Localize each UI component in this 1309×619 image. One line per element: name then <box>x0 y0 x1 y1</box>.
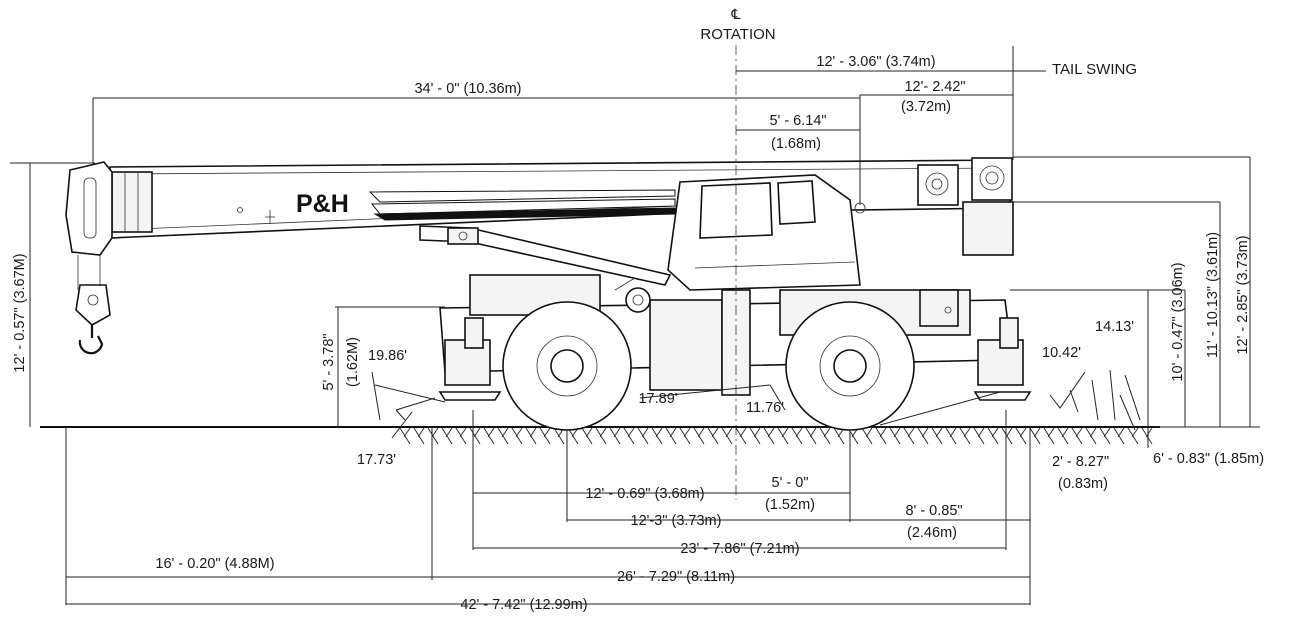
front-overhang-dim: 16' - 0.20" (4.88M) <box>155 556 274 572</box>
angle-left-top: 19.86' <box>368 348 407 364</box>
rear-to-center-m: (2.46m) <box>907 525 957 541</box>
angle-mid-left: 17.89' <box>638 391 677 407</box>
angle-mid-right: 11.76' <box>746 400 784 416</box>
ground-clearance-m: (1.62M) <box>345 337 361 387</box>
top-dimensions: TAIL SWING 12' - 3.06" (3.74m) 34' - 0" … <box>92 46 1137 205</box>
rotation-label: ROTATION <box>700 26 775 43</box>
ground <box>40 426 1160 445</box>
height-dim-b: 11' - 10.13" (3.61m) <box>1205 232 1221 358</box>
boom-length-dim: 34' - 0" (10.36m) <box>414 81 521 97</box>
front-wheel <box>502 301 632 431</box>
bottom-dimensions: 12' - 0.69" (3.68m) 5' - 0" (1.52m) 12'-… <box>65 410 1031 613</box>
rear-wheel <box>785 301 915 431</box>
wheelbase-dim: 12'-3" (3.73m) <box>631 513 722 529</box>
rear-overhang-ft: 2' - 8.27" <box>1052 454 1109 470</box>
rear-width-dim: 6' - 0.83" (1.85m) <box>1153 451 1264 467</box>
boom: P&H <box>109 159 1011 239</box>
angle-left-bottom: 17.73' <box>357 452 396 468</box>
boom-head <box>65 161 113 290</box>
rotation-centerline: ℄ ROTATION <box>700 6 776 500</box>
brand-logo: P&H <box>296 190 349 218</box>
carrier-length-dim: 26' - 7.29" (8.11m) <box>617 569 735 585</box>
hook-icon <box>75 284 111 355</box>
rear-outrigger <box>973 317 1032 401</box>
crane-drawing: P&H <box>65 157 1032 431</box>
tail-swing-dim-b-ft: 12'- 2.42" <box>904 79 965 95</box>
cab-offset-ft: 5' - 6.14" <box>769 113 826 129</box>
centerline-symbol: ℄ <box>731 6 741 22</box>
angle-right-a: 10.42' <box>1042 345 1081 361</box>
tail-counterweight <box>917 157 1014 256</box>
tail-swing-dim-a: 12' - 3.06" (3.74m) <box>816 54 935 70</box>
front-outrigger <box>438 317 502 401</box>
cab <box>667 174 866 291</box>
angle-right-b: 14.13' <box>1095 319 1134 335</box>
overall-length-dim: 42' - 7.42" (12.99m) <box>460 597 587 613</box>
left-dimensions: 12' - 0.57" (3.67M) 5' - 3.78" (1.62M) 1… <box>10 162 1001 468</box>
right-dimensions: 10' - 0.47" (3.06m) 11' - 10.13" (3.61m)… <box>1010 156 1264 492</box>
tail-swing-title: TAIL SWING <box>1052 61 1137 78</box>
outrigger-span-dim: 23' - 7.86" (7.21m) <box>680 541 799 557</box>
wheelbase-half-dim: 12' - 0.69" (3.68m) <box>585 486 704 502</box>
center-offset-ft: 5' - 0" <box>772 475 809 491</box>
rear-overhang-m: (0.83m) <box>1058 476 1108 492</box>
height-dim-c: 12' - 2.85" (3.73m) <box>1235 235 1251 354</box>
rear-to-center-ft: 8' - 0.85" <box>905 503 962 519</box>
left-height-dim: 12' - 0.57" (3.67M) <box>12 253 28 372</box>
center-offset-m: (1.52m) <box>765 497 815 513</box>
ground-clearance-ft: 5' - 3.78" <box>321 333 337 390</box>
height-dim-a: 10' - 0.47" (3.06m) <box>1170 262 1186 381</box>
lift-cylinder <box>419 225 672 286</box>
cab-offset-m: (1.68m) <box>771 136 821 152</box>
tail-swing-dim-b-m: (3.72m) <box>901 99 951 115</box>
